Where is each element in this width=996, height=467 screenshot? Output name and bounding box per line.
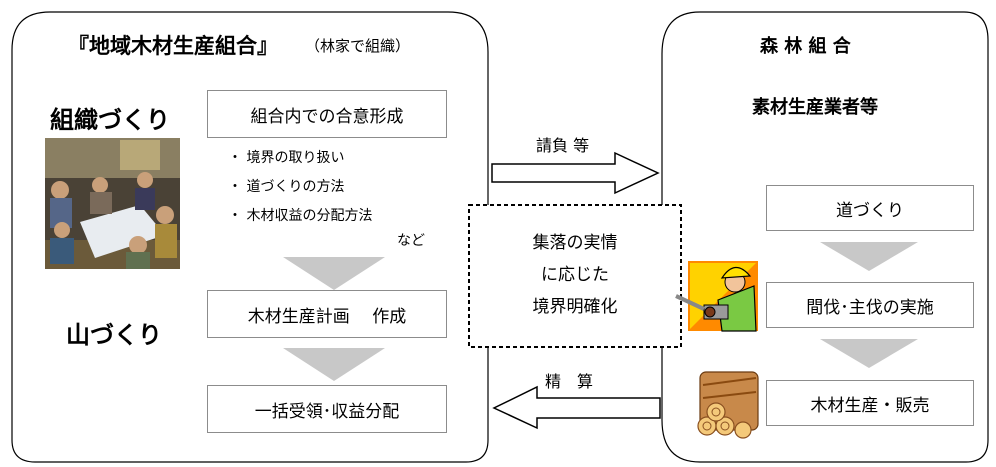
bullet-road: ・ 道づくりの方法 xyxy=(228,179,345,195)
down-arrow-right-2 xyxy=(820,339,918,368)
down-arrow-right-1 xyxy=(820,242,918,271)
down-arrow-left-1 xyxy=(283,257,385,290)
meeting-photo xyxy=(45,138,180,269)
bullet-revenue: ・ 木材収益の分配方法 xyxy=(228,208,373,224)
left-box-plan: 木材生産計画 作成 xyxy=(207,290,447,338)
bullet-boundary: ・ 境界の取り扱い xyxy=(228,150,345,166)
contract-label: 請負 等 xyxy=(536,136,590,155)
label-organization: 組織づくり xyxy=(50,106,170,134)
settlement-arrow xyxy=(492,385,661,430)
worker-chainsaw-icon xyxy=(675,261,758,332)
left-box-distribution: 一括受領･収益分配 xyxy=(207,385,447,433)
right-title-forest-union: 森 林 組 合 xyxy=(760,36,851,57)
right-box-timber-sales: 木材生産・販売 xyxy=(766,380,974,426)
right-box-thinning: 間伐･主伐の実施 xyxy=(766,282,974,328)
boundary-text-3: 境界明確化 xyxy=(532,297,618,317)
log-pile-icon xyxy=(697,371,759,439)
down-arrow-left-2 xyxy=(283,348,385,381)
boundary-text-1: 集落の実情 xyxy=(532,233,618,253)
right-title-producers: 素材生産業者等 xyxy=(752,97,878,118)
left-box-consensus: 組合内での合意形成 xyxy=(207,90,447,138)
right-group-frame xyxy=(661,11,989,463)
boundary-text-2: に応じた xyxy=(541,265,609,285)
contract-arrow xyxy=(491,151,660,195)
left-title-sub: （林家で組織） xyxy=(305,37,411,55)
boundary-box xyxy=(468,204,682,348)
left-title-main: 『地域木材生産組合』 xyxy=(68,34,278,58)
bullet-etc: など xyxy=(397,233,425,249)
left-group-frame xyxy=(11,11,489,463)
settlement-label: 精 算 xyxy=(545,372,594,391)
label-forest: 山づくり xyxy=(66,321,162,349)
right-box-road: 道づくり xyxy=(766,185,974,231)
